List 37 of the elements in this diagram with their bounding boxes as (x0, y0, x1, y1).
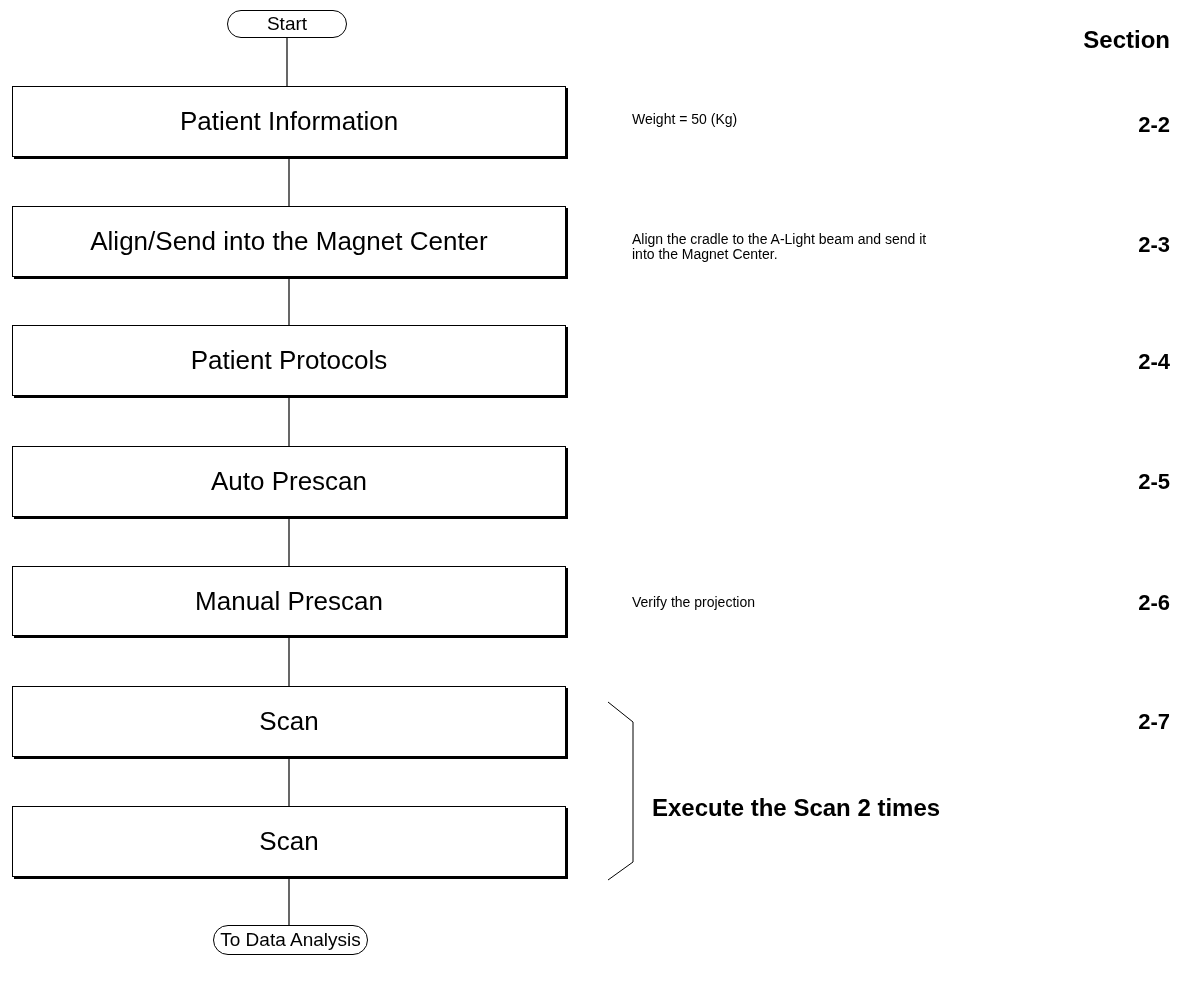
step-note: Align the cradle to the A-Light beam and send it into the Magnet Center. (632, 232, 928, 263)
process-box (12, 566, 566, 636)
step-note: Verify the projection (632, 595, 756, 611)
step-note: Weight = 50 (Kg) (632, 112, 739, 128)
section-number: 2-5 (1137, 468, 1170, 496)
node-label: Auto Prescan (210, 465, 368, 498)
node-label: Manual Prescan (195, 584, 383, 618)
node-label: Scan (259, 825, 319, 858)
section-number: 2-7 (1137, 708, 1170, 736)
connector-line (286, 37, 288, 87)
section-number: 2-6 (1137, 589, 1170, 617)
bracket-note: Execute the Scan 2 times (652, 793, 942, 823)
node-label: Patient Information (179, 105, 399, 138)
section-number: 2-3 (1137, 231, 1170, 259)
connector-line (288, 156, 290, 207)
process-box (12, 686, 566, 757)
section-number: 2-4 (1137, 348, 1170, 376)
node-label: Scan (259, 705, 319, 738)
connector-line (288, 516, 290, 567)
connector-line (288, 635, 290, 687)
process-box (12, 325, 566, 396)
connector-line (288, 876, 290, 926)
process-box (12, 206, 566, 277)
process-box (12, 86, 566, 157)
column-heading: Section (1082, 25, 1170, 55)
section-number: 2-2 (1137, 111, 1170, 139)
terminal-pill (213, 925, 368, 955)
node-label: Align/Send into the Magnet Center (90, 225, 488, 258)
process-box (12, 806, 566, 877)
terminal-pill (227, 10, 347, 38)
connector-line (288, 395, 290, 447)
node-label: To Data Analysis (220, 928, 361, 952)
node-label: Start (266, 12, 308, 36)
connector-line (288, 756, 290, 807)
process-box (12, 446, 566, 517)
connector-line (288, 276, 290, 326)
node-label: Patient Protocols (190, 344, 388, 377)
